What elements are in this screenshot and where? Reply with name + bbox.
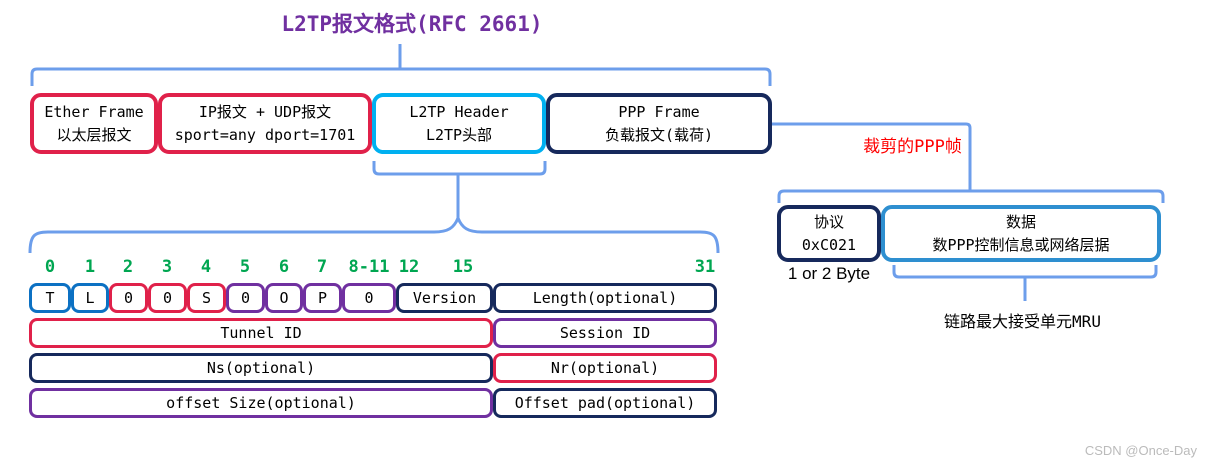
ppp-frame-bracket — [777, 189, 1165, 203]
box-ppp-frame: PPP Frame 负载报文(载荷) — [546, 93, 772, 154]
field-tunnel-id: Tunnel ID — [29, 318, 493, 348]
box-ip-udp-line2: sport=any dport=1701 — [174, 125, 356, 144]
bitfield-curly-brace — [28, 213, 720, 254]
box-ppp-protocol-line2: 0xC021 — [801, 235, 857, 254]
bit-label-7: 7 — [316, 257, 328, 277]
box-ether-frame-line1: Ether Frame — [44, 103, 144, 121]
bit-cell-0c: 0 — [226, 283, 265, 313]
bit-label-1: 1 — [84, 257, 96, 277]
bit-label-2: 2 — [122, 257, 134, 277]
bit-cell-P: P — [303, 283, 342, 313]
field-offset-pad: Offset pad(optional) — [493, 388, 717, 418]
bit-cell-L: L — [71, 283, 109, 313]
bit-cell-O: O — [265, 283, 303, 313]
top-bracket — [30, 67, 772, 86]
field-offset-size: offset Size(optional) — [29, 388, 493, 418]
cropped-ppp-frame-label: 裁剪的PPP帧 — [863, 137, 962, 157]
bit-cell-version: Version — [396, 283, 493, 313]
box-ppp-data-line2: 数PPP控制信息或网络层据 — [932, 235, 1110, 254]
box-ppp-frame-line2: 负载报文(载荷) — [604, 125, 714, 144]
mru-note: 链路最大接受单元MRU — [944, 312, 1101, 331]
diagram-title: L2TP报文格式(RFC 2661) — [281, 12, 543, 36]
bit-label-3: 3 — [161, 257, 173, 277]
mru-bracket — [892, 265, 1158, 279]
bit-cell-S: S — [187, 283, 226, 313]
field-nr: Nr(optional) — [493, 353, 717, 383]
box-ip-udp: IP报文 + UDP报文 sport=any dport=1701 — [158, 93, 372, 154]
box-l2tp-header-line1: L2TP Header — [409, 103, 509, 121]
bit-label-0: 0 — [44, 257, 56, 277]
box-ppp-data-line1: 数据 — [1005, 213, 1036, 231]
bit-cell-0a: 0 — [109, 283, 148, 313]
bit-label-4: 4 — [200, 257, 212, 277]
byte-size-note: 1 or 2 Byte — [787, 264, 871, 283]
bit-label-8-11: 8-11 — [348, 257, 390, 277]
l2tp-header-bracket — [372, 161, 547, 176]
box-l2tp-header-line2: L2TP头部 — [425, 125, 493, 144]
box-l2tp-header: L2TP Header L2TP头部 — [372, 93, 546, 154]
bit-label-15: 15 — [452, 257, 474, 277]
bit-label-31: 31 — [694, 257, 716, 277]
box-ppp-frame-line1: PPP Frame — [618, 103, 700, 121]
box-ppp-protocol: 协议 0xC021 — [777, 205, 881, 262]
watermark: CSDN @Once-Day — [1084, 443, 1197, 458]
bit-cell-0d: 0 — [342, 283, 396, 313]
field-session-id: Session ID — [493, 318, 717, 348]
box-ppp-data: 数据 数PPP控制信息或网络层据 — [881, 205, 1161, 262]
bit-label-12: 12 — [398, 257, 420, 277]
bit-cell-length: Length(optional) — [493, 283, 717, 313]
box-ppp-protocol-line1: 协议 — [813, 213, 844, 231]
box-ip-udp-line1: IP报文 + UDP报文 — [198, 103, 332, 121]
bit-cell-T: T — [29, 283, 71, 313]
bit-cell-0b: 0 — [148, 283, 187, 313]
bit-label-5: 5 — [239, 257, 251, 277]
box-ether-frame: Ether Frame 以太层报文 — [30, 93, 158, 154]
box-ether-frame-line2: 以太层报文 — [56, 125, 132, 144]
field-ns: Ns(optional) — [29, 353, 493, 383]
bit-label-6: 6 — [278, 257, 290, 277]
